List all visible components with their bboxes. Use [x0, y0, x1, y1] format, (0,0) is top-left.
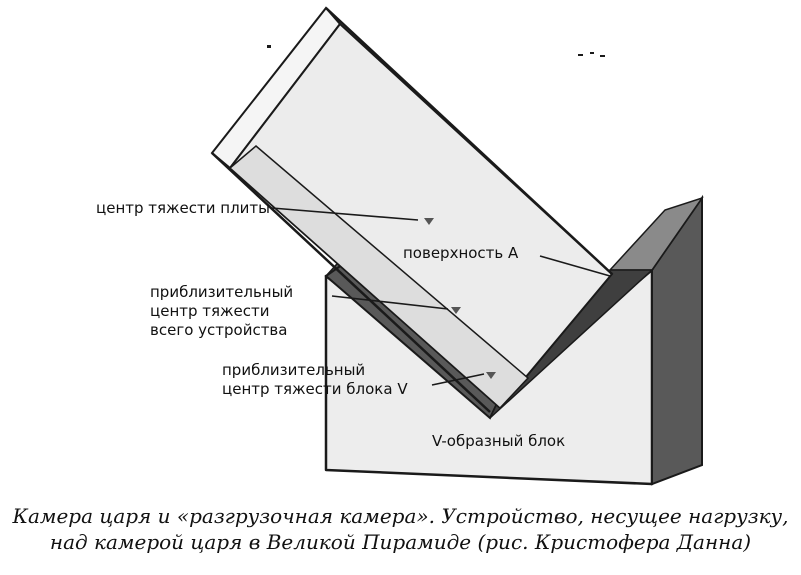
diagram-illustration [210, 6, 704, 486]
leader-device-center [331, 295, 449, 310]
label-vblock: V-образный блок [432, 432, 566, 450]
label-device-center-line2: центр тяжести [150, 302, 270, 320]
label-slab-center: центр тяжести плиты [96, 199, 271, 217]
label-device-center: приблизительный центр тяжести всего устр… [150, 283, 293, 340]
label-device-center-line1: приблизительный [150, 283, 294, 301]
slab-right-edge [325, 7, 613, 275]
slab-bevel [228, 145, 530, 410]
label-device-center-line3: всего устройства [150, 321, 288, 339]
leader-vblock-center [431, 373, 485, 386]
markers [424, 218, 496, 379]
leader-slab-center [271, 207, 419, 221]
device-center-marker [451, 307, 461, 314]
caption-line-2: над камерой царя в Великой Пирамиде (рис… [49, 530, 752, 554]
label-vblock-center-line2: центр тяжести блока V [222, 380, 408, 398]
slab-left-edge [211, 152, 491, 413]
label-vblock-center-line1: приблизительный [222, 361, 366, 379]
slab [210, 6, 614, 413]
label-vblock-center: приблизительный центр тяжести блока V [222, 361, 408, 399]
figure-caption: Камера царя и «разгрузочная камера». Уст… [0, 503, 801, 555]
caption-line-1: Камера царя и «разгрузочная камера». Уст… [12, 504, 789, 528]
slab-center-marker [424, 218, 434, 225]
vblock-center-marker [486, 372, 496, 379]
label-surface-a: поверхность A [403, 244, 519, 262]
specks [267, 45, 605, 57]
leader-lines [271, 207, 611, 386]
leader-surface-a [539, 255, 611, 277]
